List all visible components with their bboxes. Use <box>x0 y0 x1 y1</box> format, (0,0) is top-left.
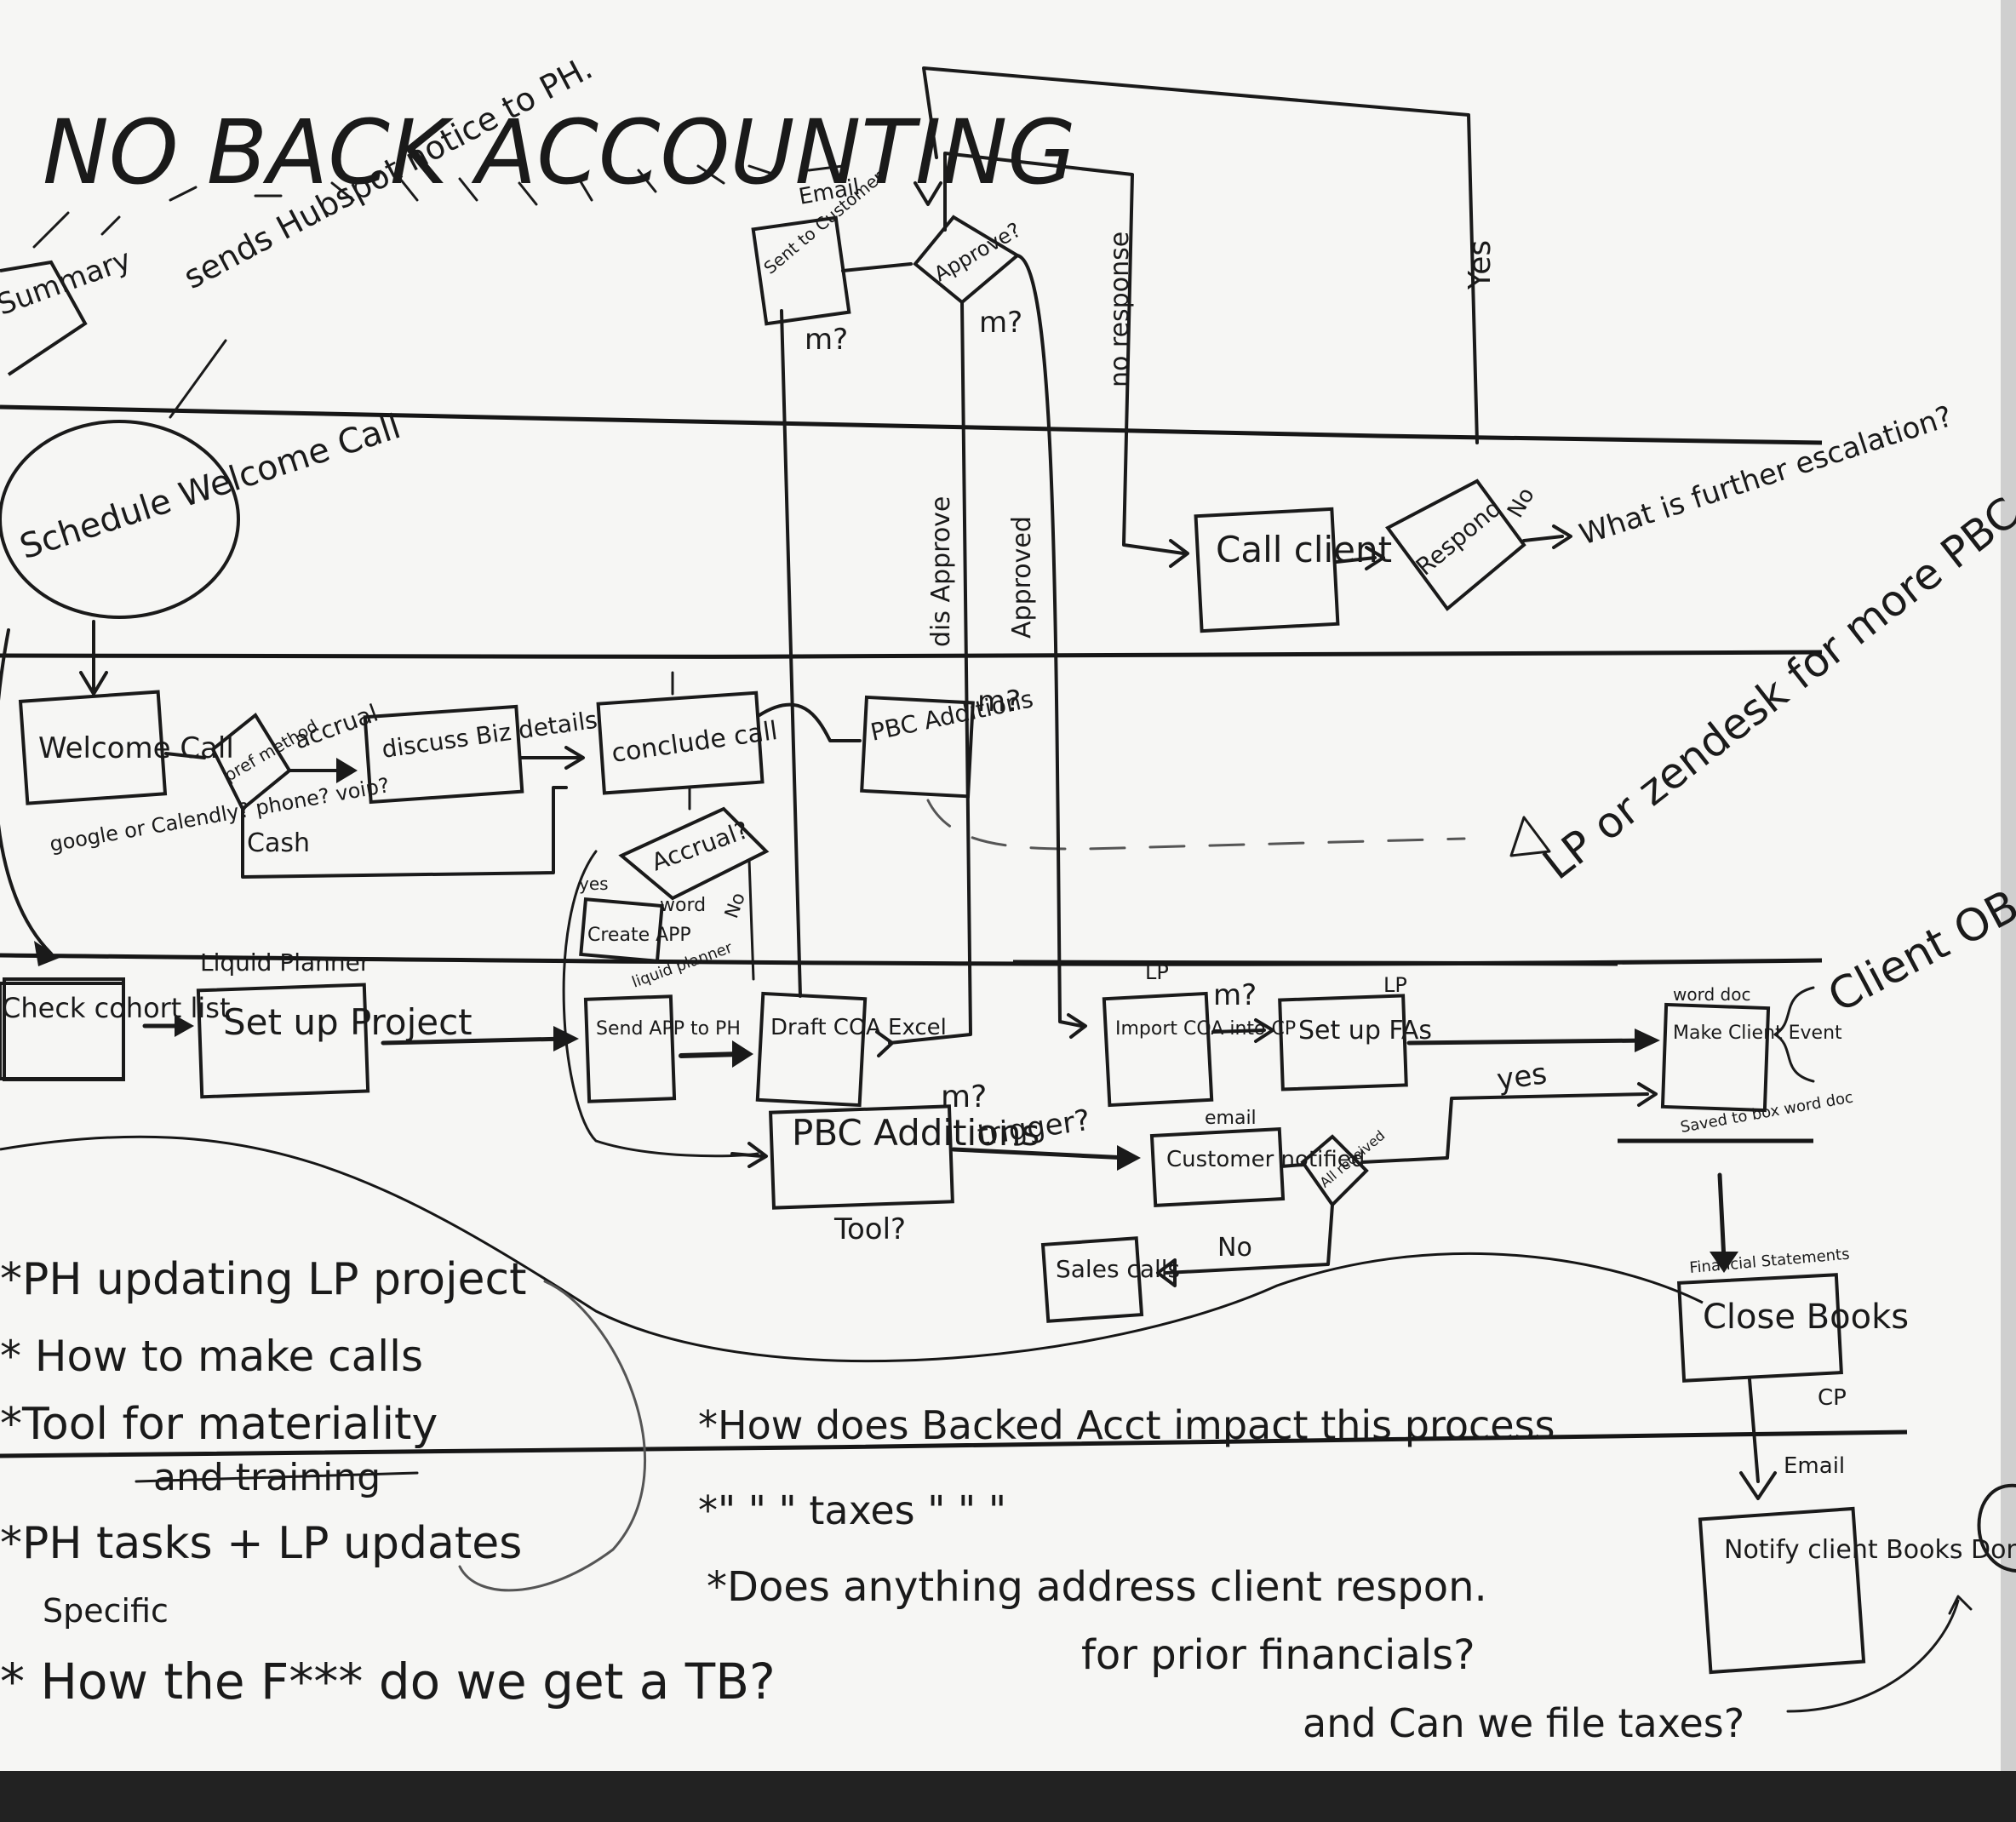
accrual-diamond <box>618 806 770 901</box>
line-sent-to-draft <box>780 309 802 998</box>
board-title: NO BACK ACCOUNTING <box>43 100 1076 204</box>
dashed-to-lp <box>926 799 1466 851</box>
line-no-response <box>943 152 1185 555</box>
annotation-no-mid: No <box>1217 1233 1252 1263</box>
pbc-additions-bottom-box <box>769 1104 954 1210</box>
annotation-email-small: email <box>1205 1108 1257 1129</box>
annotation-m-q-sent: m? <box>805 323 848 357</box>
arrow-to-pbc-top <box>758 702 862 742</box>
close-books-box <box>1676 1273 1843 1383</box>
customer-notified-box <box>1149 1127 1286 1207</box>
line-no-to-sales <box>1165 1203 1334 1275</box>
node-customer-notified: Customer notified <box>1166 1147 1365 1172</box>
annotation-m-q-pbc: m? <box>977 685 1021 719</box>
pbc-additions-top-box <box>860 695 975 799</box>
annotation-cash: Cash <box>247 828 310 858</box>
node-welcome-call: Welcome Call <box>38 731 234 765</box>
set-up-fas-box <box>1278 994 1408 1091</box>
sales-calls-box <box>1040 1236 1144 1323</box>
create-app-box <box>579 897 664 963</box>
line-approved <box>1016 254 1083 1028</box>
note-prior-financials: for prior financials? <box>1081 1631 1475 1679</box>
annotation-approved: Approved <box>1007 516 1037 639</box>
make-client-event-box <box>1660 1002 1771 1113</box>
annotation-lp-tag-1: LP <box>1145 960 1169 984</box>
node-close-books: Close Books <box>1703 1298 1909 1337</box>
node-check-cohort-list: Check cohort list <box>2 992 231 1024</box>
note-taxes: *" " " taxes " " " <box>698 1487 1006 1533</box>
note-how-do-we-get-tb: * How the F*** do we get a TB? <box>0 1653 776 1710</box>
line-yes-loop <box>922 66 1479 444</box>
node-set-up-project: Set up Project <box>223 1001 472 1043</box>
note-file-taxes: and Can we file taxes? <box>1303 1700 1744 1746</box>
lane-line-5 <box>0 1430 1908 1458</box>
node-draft-coa-excel: Draft COA Excel <box>770 1015 947 1040</box>
discuss-biz-box <box>363 704 524 805</box>
note-specific: Specific <box>43 1592 169 1630</box>
annotation-yes-mid: yes <box>1495 1057 1549 1097</box>
title-dashes <box>32 164 845 249</box>
all-received-diamond <box>1300 1134 1369 1208</box>
annotation-word-doc: word doc <box>1673 984 1750 1005</box>
node-notify-client: Notify client Books Done <box>1724 1535 2016 1565</box>
note-ph-updating: *PH updating LP project <box>0 1254 527 1305</box>
cash-path <box>241 786 568 879</box>
node-send-app-to-ph: Send APP to PH <box>596 1018 741 1040</box>
annotation-yes-small: yes <box>579 874 609 894</box>
note-backed-acct: *How does Backed Acct impact this proces… <box>698 1402 1555 1448</box>
note-how-to-make-calls: * How to make calls <box>0 1332 423 1381</box>
annotation-tool: Tool? <box>833 1212 906 1246</box>
line-disapprove <box>888 301 972 1045</box>
import-coa-box <box>1102 991 1214 1108</box>
annotation-yes: Yes <box>1463 240 1498 290</box>
line-yes-to-event <box>1360 1092 1649 1164</box>
annotation-word: word <box>660 895 706 916</box>
annotation-cp: CP <box>1818 1385 1847 1411</box>
node-make-client-event: Make Client Event <box>1673 1023 1842 1044</box>
annotation-m-q-approve: m? <box>979 306 1022 340</box>
set-up-project-box <box>196 983 370 1099</box>
annotation-dis-approve: dis Approve <box>926 496 956 647</box>
hubspot-pointer <box>169 339 227 419</box>
welcome-call-box <box>18 690 168 805</box>
lane-line-3b <box>1012 960 1618 966</box>
node-pbc-additions-bottom: PBC Additions <box>792 1112 1040 1154</box>
annotation-liquid-planner: Liquid Planner <box>200 948 370 977</box>
note-ph-tasks: *PH tasks + LP updates <box>0 1518 522 1569</box>
note-does-anything-address: *Does anything address client respon. <box>707 1563 1487 1611</box>
summary-shape <box>0 260 88 376</box>
conclude-call-box <box>596 690 765 795</box>
call-client-box <box>1194 507 1340 633</box>
annotation-m-q-import: m? <box>1213 978 1257 1012</box>
node-set-up-fas: Set up FAs <box>1298 1016 1432 1046</box>
schedule-welcome-call-ellipse <box>0 420 240 619</box>
arrow-to-check-cohort <box>0 628 53 955</box>
annotation-lp-tag-2: LP <box>1383 973 1407 997</box>
sent-to-customer-box <box>751 215 851 326</box>
node-call-client: Call client <box>1216 529 1392 570</box>
notify-client-box <box>1698 1506 1866 1675</box>
draft-coa-box <box>755 991 868 1108</box>
node-sales-calls: Sales calls <box>1056 1255 1180 1283</box>
send-app-box <box>583 994 677 1103</box>
respond-diamond <box>1385 478 1526 611</box>
lane-line-1 <box>0 404 1823 445</box>
note-tool-for-materiality: *Tool for materiality <box>0 1399 438 1450</box>
loop-to-pbc-bottom <box>562 850 759 1158</box>
node-create-app: Create APP <box>587 925 691 946</box>
annotation-no-response: no response <box>1105 232 1135 387</box>
curve-boundary <box>0 1135 1704 1363</box>
lane-line-2 <box>0 650 1823 660</box>
approve-diamond <box>913 215 1021 305</box>
annotation-email-bottom: Email <box>1784 1453 1845 1479</box>
